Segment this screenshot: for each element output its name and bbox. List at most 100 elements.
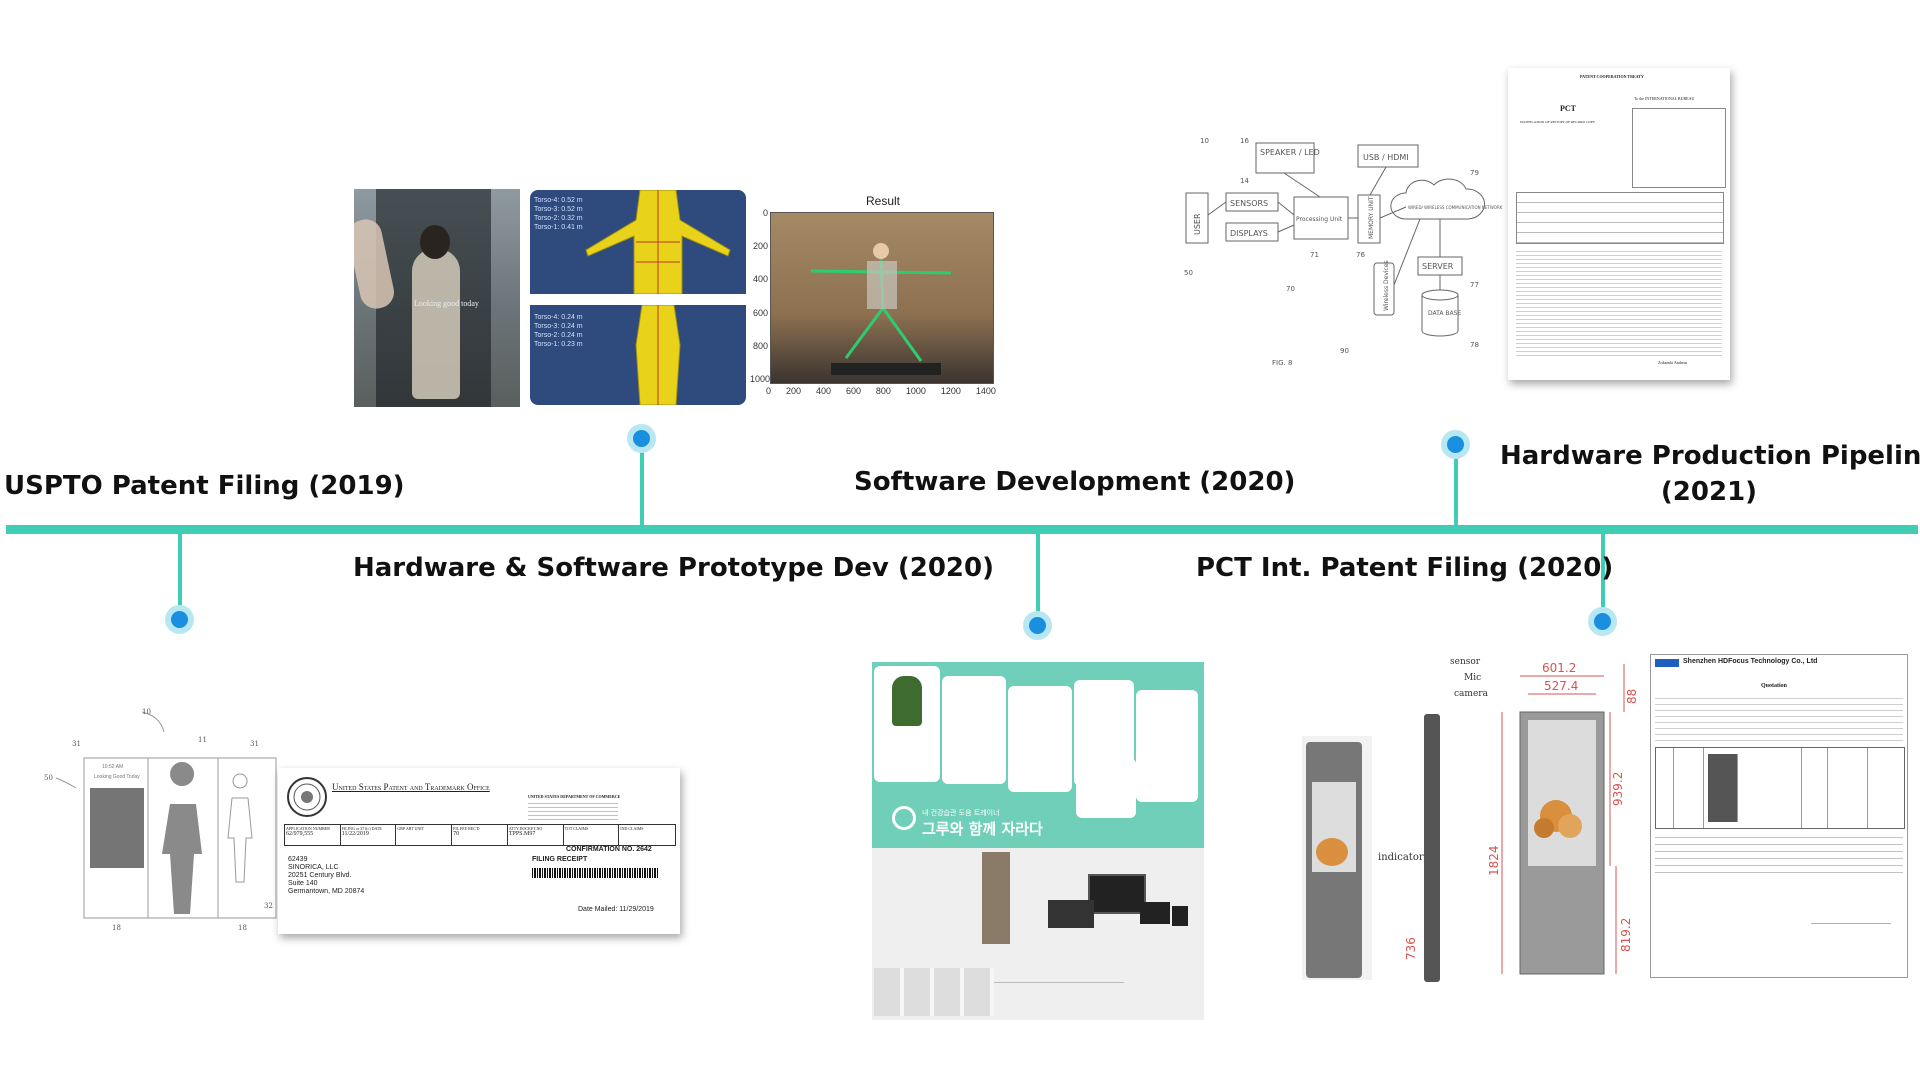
ref-78: 78	[1470, 341, 1479, 349]
milestone-label-uspto: USPTO Patent Filing (2019)	[4, 471, 405, 501]
y-tick-0: 0	[762, 208, 768, 218]
app-banner-small: 내 건강습관 도움 트레이너	[922, 809, 1000, 817]
callout-indicator: indicator	[1378, 852, 1424, 863]
receipt-col-2: GRP ART UNIT	[396, 825, 453, 845]
milestone-label-software: Software Development (2020)	[854, 467, 1296, 497]
callout-mic: Mic	[1464, 673, 1481, 683]
x-tick-5: 1000	[905, 386, 926, 396]
flow-thumbnails	[874, 968, 994, 1016]
receipt-office: United States Patent and Trademark Offic…	[332, 782, 490, 792]
milestone-label-hardware: Hardware Production Pipeline (2021)	[1500, 438, 1920, 510]
body-model-bottom	[635, 305, 681, 405]
sketch-time: 10:52 AM	[102, 764, 123, 770]
sketch-ref-18a: 18	[112, 924, 121, 932]
kiosk-dim-svg: 601.2 527.4 88 939.2 1824 819.2 sensor M…	[1450, 657, 1639, 975]
app-screen-6	[1076, 758, 1136, 818]
sketch-ref-11: 11	[198, 736, 207, 744]
dim-527: 527.4	[1544, 679, 1578, 693]
kiosk-side-body	[1306, 742, 1362, 978]
uspto-seal-icon	[287, 777, 327, 817]
x-tick-3: 600	[845, 386, 861, 396]
quote-meta	[1655, 693, 1903, 743]
torso-measure-top: Torso-4: 0.52 m Torso-3: 0.52 m Torso-2:…	[530, 190, 746, 294]
ref-50: 50	[1184, 269, 1193, 277]
dim-601: 601.2	[1542, 661, 1576, 675]
receipt-dept: UNITED STATES DEPARTMENT OF COMMERCE	[528, 794, 621, 799]
web-laptop	[1088, 874, 1146, 914]
torso-bottom-1: Torso-3: 0.24 m	[534, 323, 583, 330]
result-title: Result	[866, 194, 901, 208]
receipt-confirmation: CONFIRMATION NO. 2642	[566, 846, 652, 853]
kiosk-side-render	[1302, 736, 1372, 980]
torso-top-2: Torso-2: 0.32 m	[534, 215, 583, 222]
patent-sketch: 10 11 31 31 50 18 18 32 10:52 AM Looking…	[42, 708, 288, 972]
block-network: WIRED/ WIRELESS COMMUNICATION NETWORK	[1408, 205, 1503, 210]
milestone-label-pct: PCT Int. Patent Filing (2020)	[1196, 553, 1614, 583]
dim-88: 88	[1625, 689, 1639, 704]
torso-measure-bottom: Torso-4: 0.24 m Torso-3: 0.24 m Torso-2:…	[530, 305, 746, 405]
kiosk-slim-profile	[1424, 714, 1440, 982]
y-tick-2: 400	[752, 274, 768, 285]
pct-document: PATENT COOPERATION TREATY PCT NOTIFICATI…	[1508, 68, 1730, 380]
receipt-addr-1: SINORICA, LLC	[288, 864, 339, 871]
x-axis-ticks: 0 200 400 600 800 1000 1200 1400	[766, 386, 996, 396]
torso-values-top: Torso-4: 0.52 m Torso-3: 0.52 m Torso-2:…	[534, 196, 583, 232]
ref-79: 79	[1470, 169, 1479, 177]
app-screen-2	[942, 676, 1006, 784]
torso-bottom-3: Torso-1: 0.23 m	[534, 341, 583, 348]
sketch-ref-10: 10	[142, 708, 151, 716]
timeline-node-uspto[interactable]	[165, 605, 194, 634]
receipt-dept-lines	[528, 800, 618, 822]
block-server: SERVER	[1422, 262, 1454, 271]
receipt-address: 62439 SINORICA, LLC 20251 Century Blvd. …	[288, 856, 364, 896]
block-database: DATA BASE	[1428, 310, 1461, 317]
pct-header: PATENT COOPERATION TREATY	[1580, 74, 1644, 79]
pose-result-chart: Result 0 200 400 600 800 1000 1200 1400 …	[750, 192, 1000, 424]
timeline-node-proto[interactable]	[627, 424, 656, 453]
person-head	[420, 225, 450, 259]
kiosk-side-pumpkins	[1316, 838, 1348, 866]
pct-title: PCT	[1560, 104, 1576, 113]
kiosk-dimension-drawing: 601.2 527.4 88 939.2 1824 819.2 sensor M…	[1446, 656, 1644, 982]
connector-uspto	[178, 534, 182, 618]
app-banner: 그루와 함께 자라다	[922, 820, 1043, 838]
receipt-col-5: TOT CLAIMS	[564, 825, 620, 845]
block-sensors: SENSORS	[1230, 199, 1268, 208]
mirror-overlay-text: Looking good today	[414, 299, 479, 308]
pct-body-text	[1516, 248, 1722, 358]
connector-proto	[640, 446, 644, 526]
milestone-label-hardware-line1: Hardware Production Pipeline	[1500, 441, 1920, 471]
fig-label: FIG. 8	[1272, 359, 1292, 367]
block-speaker: SPEAKER / LED	[1260, 148, 1320, 157]
torso-values-bottom: Torso-4: 0.24 m Torso-3: 0.24 m Torso-2:…	[534, 313, 583, 349]
mirror-device	[982, 852, 1010, 944]
timeline-node-software[interactable]	[1023, 611, 1052, 640]
filing-receipt-document: United States Patent and Trademark Offic…	[278, 768, 680, 934]
app-logo-icon	[892, 806, 916, 830]
x-tick-7: 1400	[975, 386, 996, 396]
ref-14: 14	[1240, 177, 1249, 185]
receipt-addr-2: 20251 Century Blvd.	[288, 872, 352, 879]
sketch-ref-32: 32	[264, 902, 273, 910]
milestone-label-hardware-line2: (2021)	[1660, 477, 1758, 507]
y-tick-4: 800	[752, 340, 768, 351]
ref-71: 71	[1310, 251, 1319, 259]
ref-16: 16	[1240, 137, 1249, 145]
connector-hardware	[1601, 534, 1605, 616]
x-tick-4: 800	[875, 386, 891, 396]
patent-sketch-svg: 10 11 31 31 50 18 18 32 10:52 AM Looking…	[44, 708, 277, 932]
quote-title: Quotation	[1761, 683, 1788, 689]
sketch-ref-50: 50	[44, 774, 53, 782]
sketch-ref-18b: 18	[238, 924, 247, 932]
timeline-line	[6, 525, 1918, 534]
block-processing: Processing Unit	[1296, 216, 1343, 223]
receipt-addr-4: Germantown, MD 20874	[288, 888, 365, 895]
timeline-node-pct[interactable]	[1441, 430, 1470, 459]
timeline-node-hardware[interactable]	[1588, 607, 1617, 636]
quote-table	[1655, 747, 1905, 829]
web-phone	[1172, 906, 1188, 926]
ref-90: 90	[1340, 347, 1349, 355]
